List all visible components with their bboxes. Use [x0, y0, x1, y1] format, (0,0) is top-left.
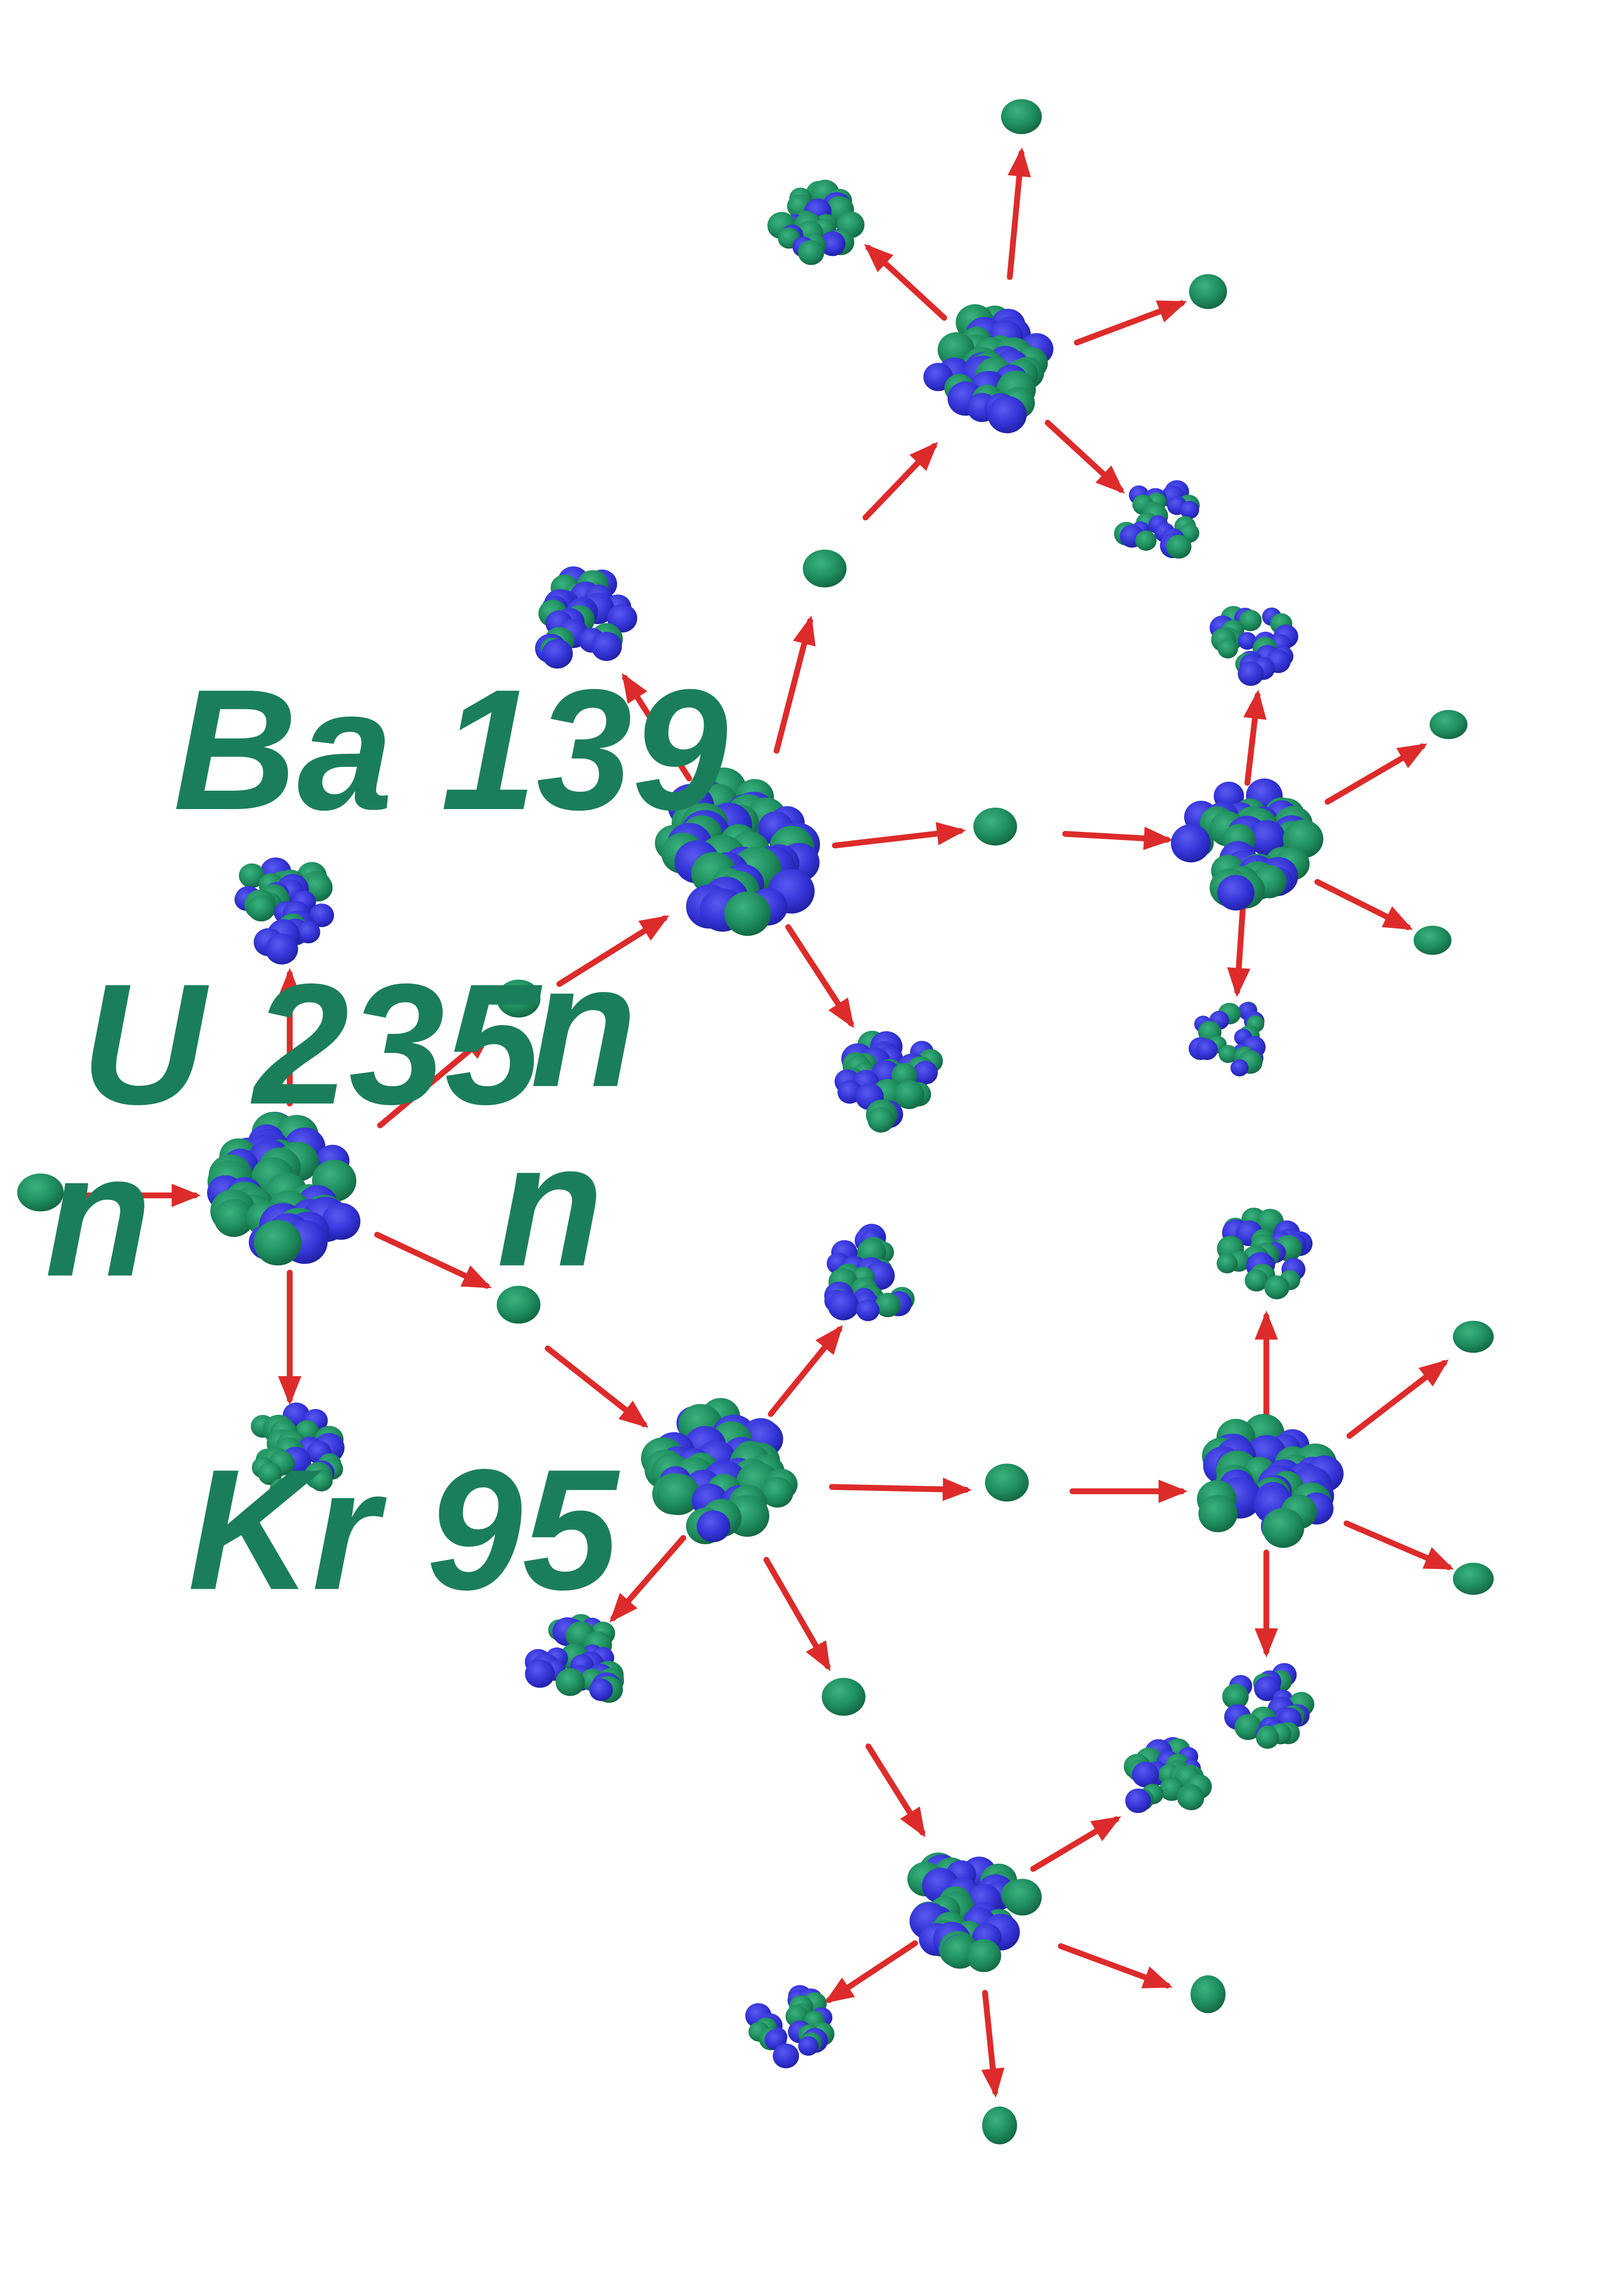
fission-fragment-12	[1222, 1663, 1314, 1749]
label-kr-95: Kr 95	[188, 1434, 622, 1626]
fission-fragment-14	[745, 1985, 835, 2068]
arrow-28	[1346, 1359, 1449, 1439]
neutron-2	[496, 980, 541, 1018]
fission-fragment-13	[1124, 1737, 1212, 1813]
arrow-34	[1057, 1943, 1173, 1989]
neutron-14	[1190, 1975, 1226, 2013]
arrow-24	[763, 1557, 831, 1671]
arrow-21	[545, 1345, 649, 1428]
fissioning-nucleus-6	[1197, 1414, 1344, 1548]
neutron-5	[1001, 99, 1042, 134]
arrow-32	[1030, 1816, 1122, 1872]
reaction-arrows	[64, 147, 1454, 2098]
arrow-4	[377, 1031, 492, 1129]
krypton-95-fragment	[250, 1402, 345, 1501]
fission-fragment-3	[535, 566, 638, 669]
neutron-11	[1452, 1320, 1494, 1353]
arrow-13	[1007, 147, 1031, 280]
label-neutron-incoming: n	[45, 1117, 152, 1313]
label-neutron-upper: n	[530, 927, 637, 1123]
fissioning-nucleus-4	[1171, 778, 1324, 911]
arrow-16	[1062, 826, 1173, 850]
arrow-31	[865, 1743, 926, 1838]
fission-fragment-9	[824, 1224, 915, 1321]
arrow-7	[622, 673, 692, 782]
labels-group: Ba 139 U 235 Kr 95 n n n	[45, 654, 728, 1626]
arrow-12	[864, 244, 947, 321]
arrow-17	[1243, 689, 1267, 786]
neutron-9	[1413, 925, 1451, 955]
label-ba-139: Ba 139	[173, 654, 728, 846]
arrow-8	[773, 615, 816, 754]
neutron-12	[1452, 1562, 1494, 1595]
neutron-13	[821, 1678, 866, 1716]
fission-fragment-10	[525, 1614, 624, 1703]
arrow-9	[785, 924, 854, 1029]
arrow-22	[768, 1325, 843, 1417]
neutron-3	[496, 1286, 541, 1324]
arrow-18	[1324, 743, 1428, 805]
arrow-23	[609, 1535, 686, 1623]
nuclei-group	[207, 179, 1344, 2068]
neutron-4	[803, 549, 847, 588]
neutron-1	[17, 1173, 64, 1212]
label-u-235: U 235	[81, 949, 544, 1141]
fission-fragment-8	[1189, 1001, 1266, 1076]
arrow-11	[862, 442, 938, 521]
arrow-29	[1343, 1520, 1454, 1570]
arrow-15	[1045, 419, 1125, 494]
fission-fragment-11	[1216, 1207, 1313, 1300]
neutron-8	[1429, 710, 1468, 739]
arrow-20	[1227, 902, 1251, 997]
uranium-235-nucleus	[207, 1111, 361, 1266]
neutron-6	[1189, 274, 1227, 309]
arrow-25	[829, 1477, 972, 1501]
fission-fragment-5	[1114, 480, 1200, 559]
neutron-15	[982, 2106, 1017, 2144]
label-neutron-lower: n	[497, 1107, 604, 1303]
fissioning-nucleus-7	[907, 1852, 1042, 1972]
arrow-35	[981, 1989, 1005, 2098]
barium-139-fragment	[234, 857, 334, 965]
free-neutrons-group	[17, 99, 1494, 2144]
arrow-5	[374, 1231, 492, 1289]
fissioning-nucleus-3	[923, 304, 1053, 433]
neutron-7	[973, 808, 1017, 846]
arrow-10	[832, 822, 966, 849]
fission-fragment-7	[1209, 606, 1298, 686]
arrow-19	[1314, 879, 1413, 930]
neutron-10	[985, 1464, 1029, 1502]
arrow-6	[556, 915, 669, 987]
fission-fragment-4	[767, 179, 865, 265]
fissioning-nucleus-2	[654, 767, 820, 936]
arrow-14	[1074, 300, 1188, 346]
fission-fragment-6	[834, 1031, 943, 1133]
arrow-33	[824, 1940, 918, 2004]
fissioning-nucleus-5	[641, 1398, 798, 1545]
